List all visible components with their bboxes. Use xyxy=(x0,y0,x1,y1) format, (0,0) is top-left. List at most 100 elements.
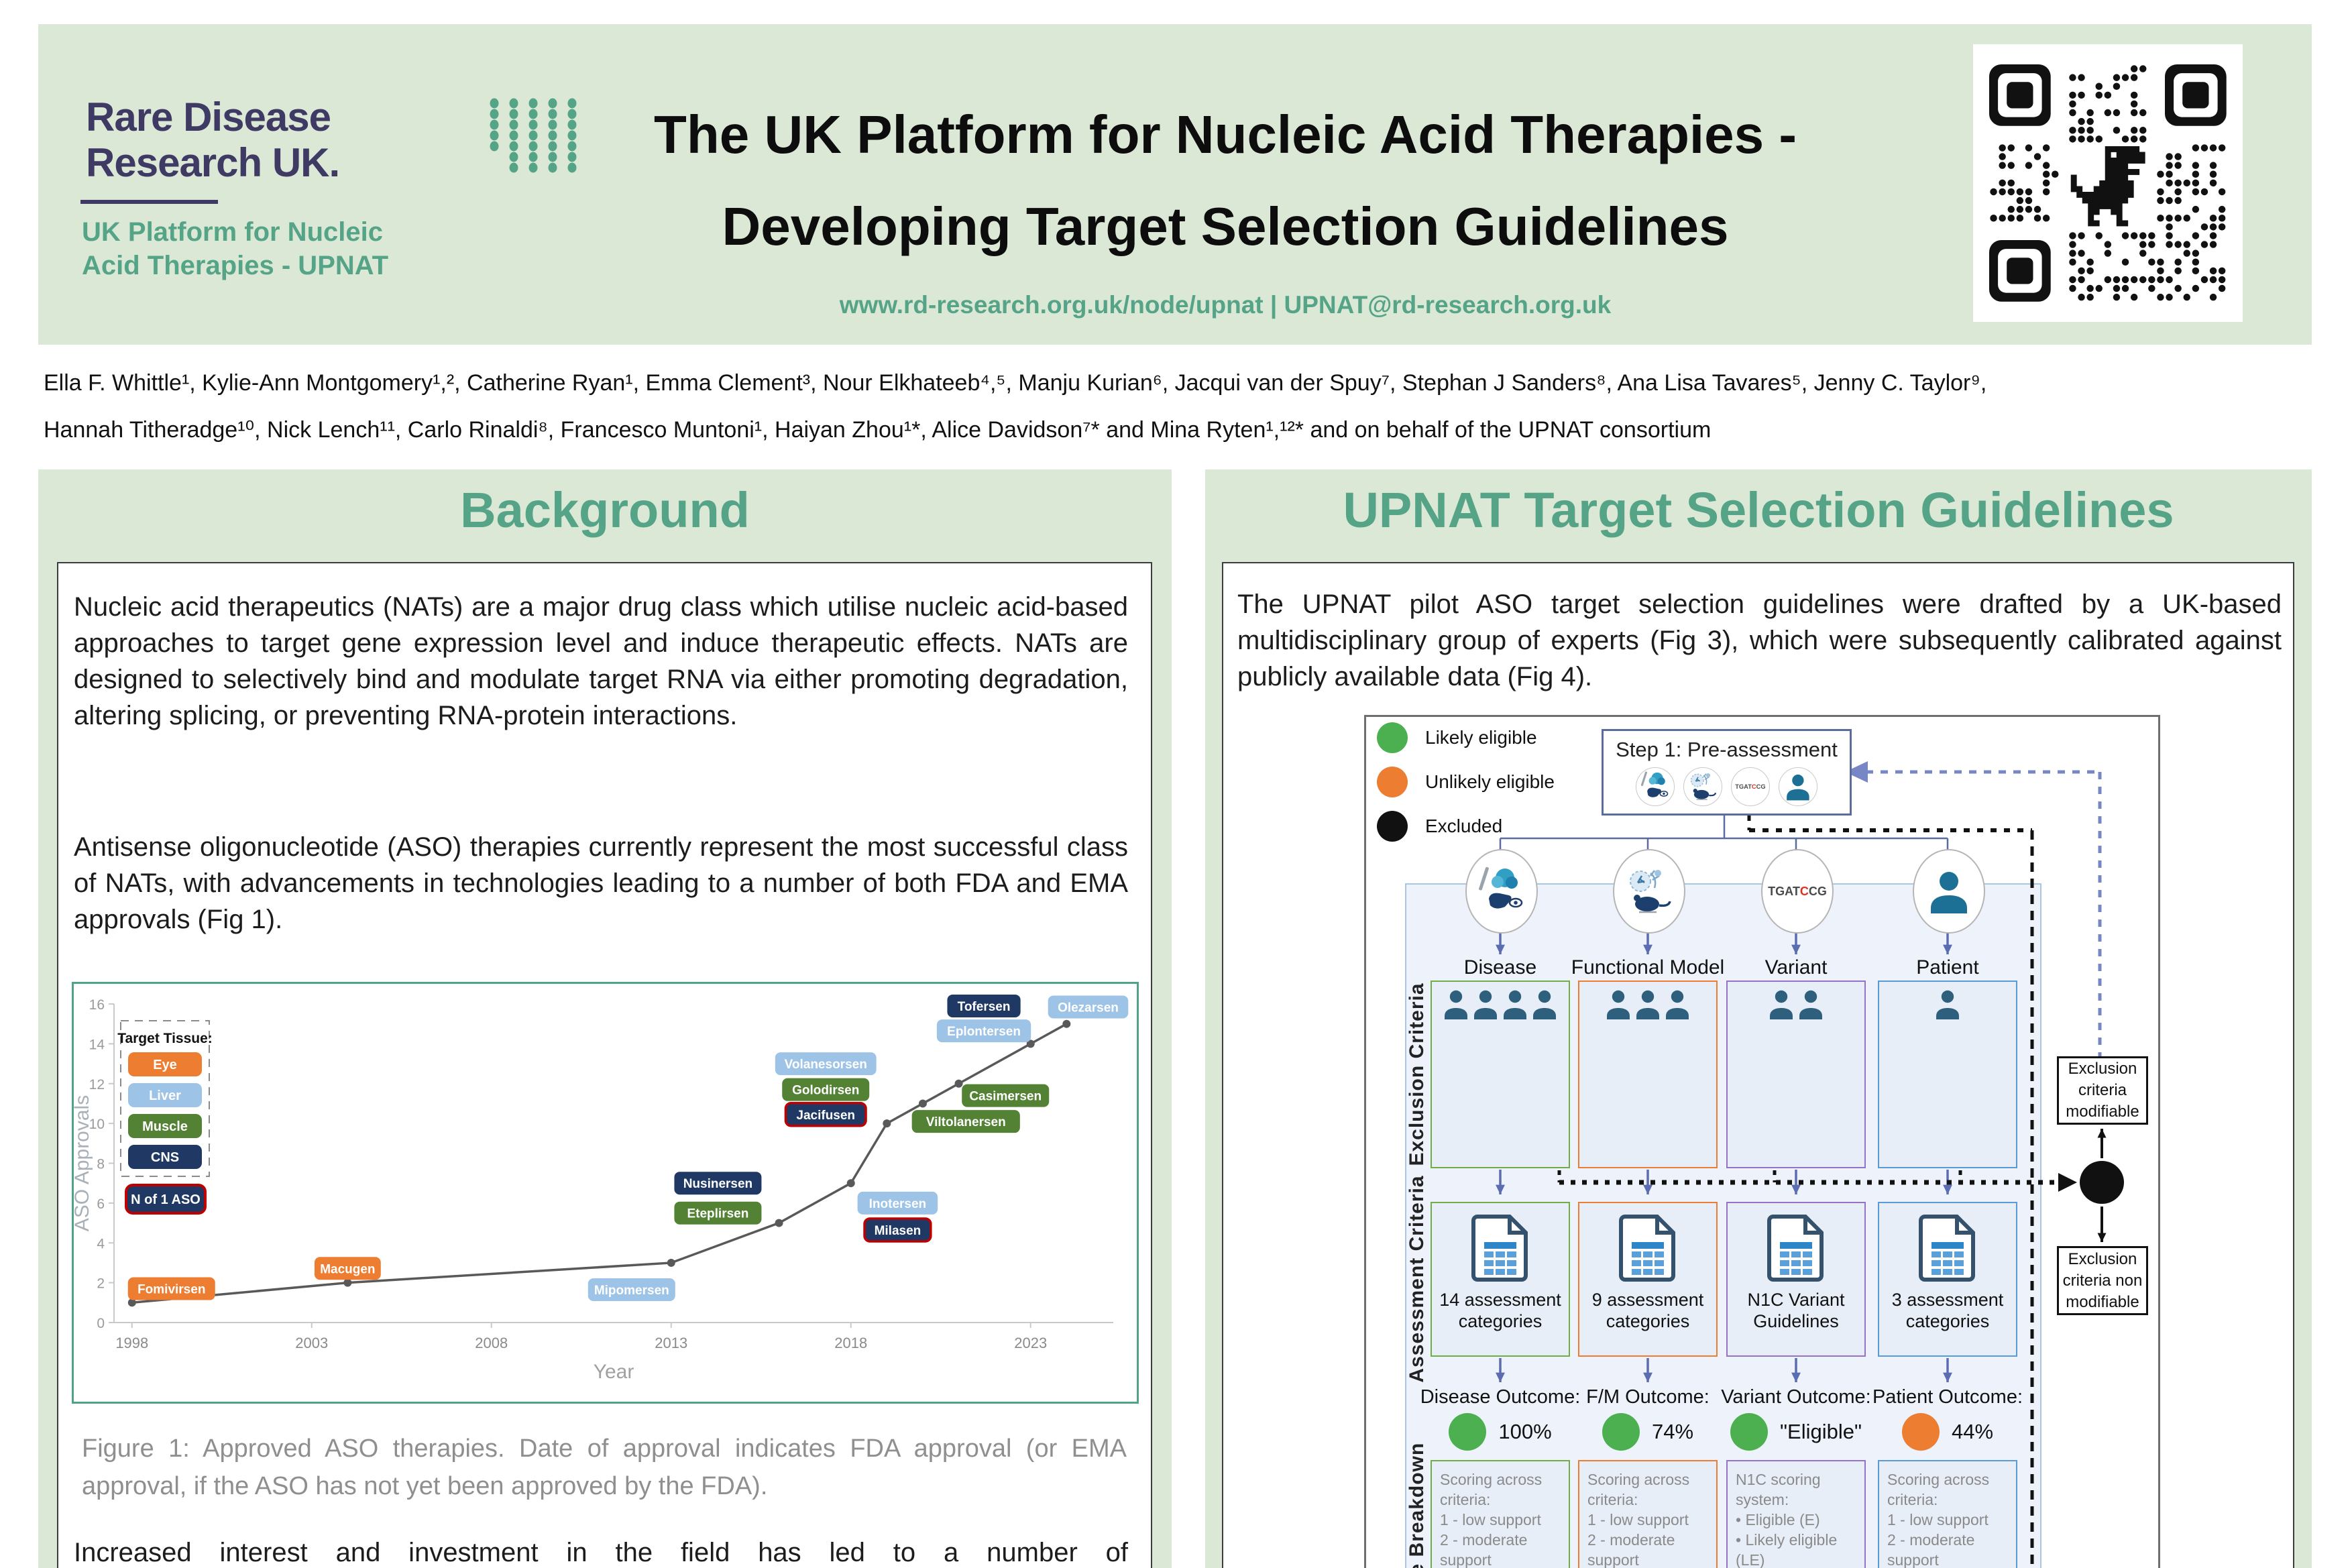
svg-text:10: 10 xyxy=(89,1117,105,1132)
outcome-value: 44% xyxy=(1951,1420,1994,1443)
svg-text:Volanesorsen: Volanesorsen xyxy=(785,1058,867,1072)
legend-item-likely-eligible: Likely eligible xyxy=(1377,722,1537,753)
side-label-assessment-criteria: Assessment Criteria xyxy=(1406,1175,1428,1383)
variant-icon: TGATCCG xyxy=(1731,767,1770,806)
svg-text:ASO Approvals: ASO Approvals xyxy=(74,1095,93,1231)
contact-line: www.rd-research.org.uk/node/upnat | UPNA… xyxy=(839,291,1612,319)
svg-text:12: 12 xyxy=(89,1077,105,1093)
drug-label-eteplirsen: Eteplirsen xyxy=(674,1201,762,1225)
svg-text:2: 2 xyxy=(97,1276,105,1292)
score-line: Scoring across criteria: xyxy=(1440,1471,1543,1508)
functional-model-outcome: 74% xyxy=(1578,1413,1718,1451)
drug-label-fomivirsen: Fomivirsen xyxy=(127,1277,215,1300)
doc-label-line1: 9 assessment xyxy=(1591,1290,1704,1310)
score-line: Scoring across criteria: xyxy=(1587,1471,1690,1508)
label-line1: Patient xyxy=(1916,956,1979,978)
logo-subtitle-line2: Acid Therapies - UPNAT xyxy=(82,251,389,280)
background-heading: Background xyxy=(460,482,750,538)
drug-label-tofersen: Tofersen xyxy=(947,994,1021,1017)
logo-subtitle-line1: UK Platform for Nucleic xyxy=(82,217,383,247)
patient-outcome: 44% xyxy=(1878,1413,2017,1451)
document-icon xyxy=(1728,1213,1864,1282)
disease-outcome-label: Disease Outcome: xyxy=(1420,1386,1581,1408)
logo-title-line2: Research UK. xyxy=(86,140,340,185)
guidelines-content: The UPNAT pilot ASO target selection gui… xyxy=(1222,562,2294,1568)
legend-chip-n-of-1 xyxy=(125,1184,207,1215)
drug-label-golodirsen: Golodirsen xyxy=(782,1078,870,1101)
header: Rare Disease Research UK. UK Platform fo… xyxy=(38,24,2312,345)
svg-text:Muscle: Muscle xyxy=(142,1119,188,1134)
drug-label-viltolanersen: Viltolanersen xyxy=(911,1110,1020,1133)
exclusion-criteria-non-modifiable-box: Exclusion criteria non modifiable xyxy=(2057,1246,2148,1315)
drug-label-casimersen: Casimersen xyxy=(962,1084,1050,1107)
drug-label-macugen: Macugen xyxy=(314,1257,381,1280)
outcome-value: 100% xyxy=(1498,1420,1552,1443)
svg-text:Mipomersen: Mipomersen xyxy=(594,1284,669,1298)
drug-label-nusinersen: Nusinersen xyxy=(674,1172,762,1195)
step1-title: Step 1: Pre-assessment xyxy=(1616,738,1838,761)
svg-text:Golodirsen: Golodirsen xyxy=(792,1084,859,1098)
side-label-score-breakdown: Score Breakdown xyxy=(1406,1442,1428,1568)
figure1-caption: Figure 1: Approved ASO therapies. Date o… xyxy=(82,1435,1127,1500)
legend-chip-liver xyxy=(128,1083,202,1107)
logo-title-line1: Rare Disease xyxy=(86,95,331,139)
score-bullet-line: • Likely eligible (LE) xyxy=(1736,1531,1838,1568)
doc-label-line1: N1C Variant xyxy=(1747,1290,1845,1310)
svg-text:2013: 2013 xyxy=(655,1335,687,1351)
score-line: 2 - moderate support xyxy=(1440,1531,1528,1568)
variant-score-box: N1C scoring system:• Eligible (E)• Likel… xyxy=(1726,1460,1866,1568)
patient-outcome-label: Patient Outcome: xyxy=(1872,1386,2023,1408)
drug-label-milasen: Milasen xyxy=(863,1217,932,1243)
doc-label-line1: 3 assessment xyxy=(1891,1290,2004,1310)
patient-icon xyxy=(1913,849,1985,934)
svg-text:16: 16 xyxy=(89,997,105,1013)
variant-outcome-label: Variant Outcome: xyxy=(1721,1386,1871,1408)
svg-text:14: 14 xyxy=(89,1037,105,1052)
background-para1: Nucleic acid therapeutics (NATs) are a m… xyxy=(74,592,1128,730)
background-para2: Antisense oligonucleotide (ASO) therapie… xyxy=(74,832,1128,934)
variant-outcome: "Eligible" xyxy=(1726,1413,1866,1451)
svg-text:8: 8 xyxy=(97,1157,105,1172)
legend-chip-eye xyxy=(128,1052,202,1076)
svg-text:0: 0 xyxy=(97,1316,105,1331)
functional-model-outcome-label: F/M Outcome: xyxy=(1586,1386,1710,1408)
author-list: Ella F. Whittle¹, Kylie-Ann Montgomery¹,… xyxy=(44,359,2314,453)
score-line: 2 - moderate support xyxy=(1887,1531,1975,1568)
qr-code-icon xyxy=(1973,44,2243,322)
disease-icon xyxy=(1465,849,1538,934)
document-icon xyxy=(1579,1213,1716,1282)
label-line1: Variant xyxy=(1765,956,1828,978)
functional-model-icon xyxy=(1683,767,1722,806)
svg-text:Nusinersen: Nusinersen xyxy=(683,1177,752,1191)
poster-title-line2: Developing Target Selection Guidelines xyxy=(722,197,1729,256)
logo-underline xyxy=(80,200,218,204)
authors-line1: Ella F. Whittle¹, Kylie-Ann Montgomery¹,… xyxy=(44,370,1987,396)
outcome-status-dot xyxy=(1901,1413,1940,1451)
patient-icon xyxy=(1779,767,1817,806)
label-line1: Disease xyxy=(1463,956,1537,978)
poster-title-line1: The UK Platform for Nucleic Acid Therapi… xyxy=(653,105,1797,164)
variant-sequence: TGATCCG xyxy=(1768,884,1827,898)
svg-text:1998: 1998 xyxy=(115,1335,148,1351)
svg-text:Olezarsen: Olezarsen xyxy=(1058,1001,1119,1015)
legend-item-unlikely-eligible: Unlikely eligible xyxy=(1377,767,1555,797)
score-line: Scoring across criteria: xyxy=(1887,1471,1990,1508)
authors-line2: Hannah Titheradge¹⁰, Nick Lench¹¹, Carlo… xyxy=(44,417,1712,443)
disease-icon xyxy=(1636,767,1675,806)
svg-text:N of 1 ASO: N of 1 ASO xyxy=(131,1192,201,1207)
legend-item-label: Unlikely eligible xyxy=(1425,771,1555,792)
people-icons xyxy=(1432,987,1569,1022)
drug-label-olezarsen: Olezarsen xyxy=(1048,995,1129,1019)
score-bullet-line: • Eligible (E) xyxy=(1736,1511,1820,1528)
variant-icon: TGATCCG xyxy=(1761,849,1834,934)
svg-text:4: 4 xyxy=(97,1236,105,1251)
svg-text:Macugen: Macugen xyxy=(320,1262,375,1276)
